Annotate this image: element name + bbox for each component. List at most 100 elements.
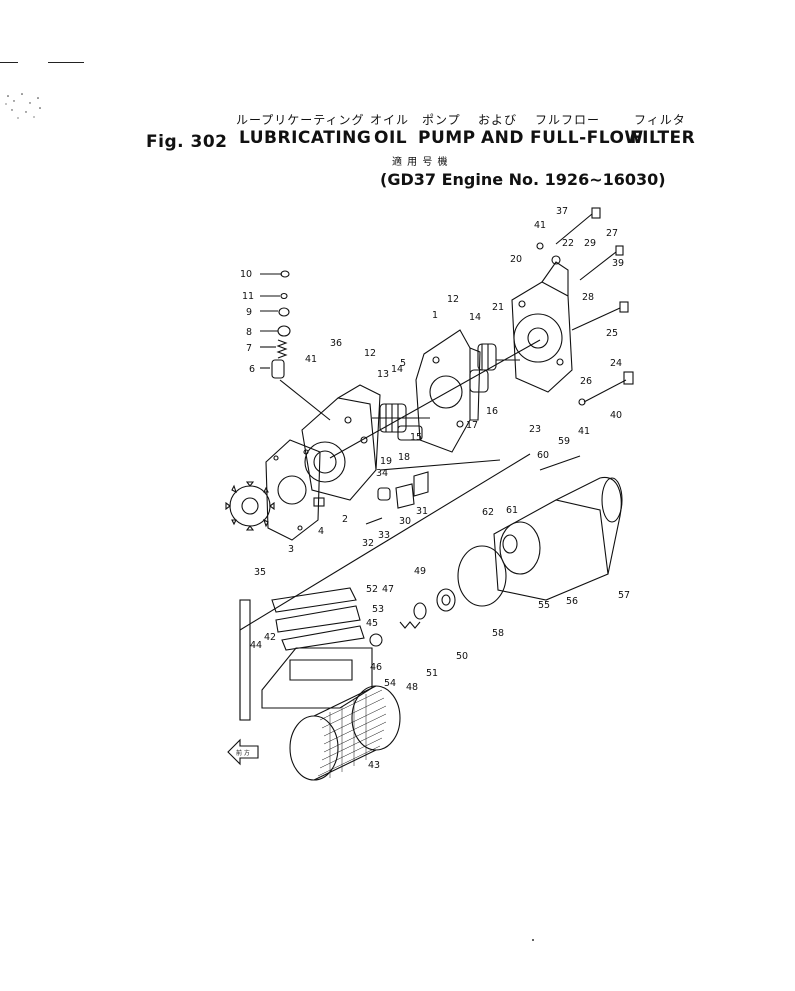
pump-cover [415,329,481,453]
scan-dot [532,939,534,941]
callout-58: 58 [492,628,504,639]
heading-ja-and: および [478,113,518,127]
callout-13: 13 [377,369,389,380]
callout-53: 53 [372,604,384,615]
callout-59: 59 [558,436,570,447]
callout-28: 28 [582,292,594,303]
callout-62: 62 [482,507,494,518]
callout-55: 55 [538,600,550,611]
title-and: AND [481,128,524,148]
drive-gear [225,481,275,531]
callout-10: 10 [240,269,252,280]
callout-41b: 41 [534,220,546,231]
callout-52: 52 [366,584,378,595]
callout-43: 43 [368,760,380,771]
callout-12a: 12 [364,348,376,359]
callout-35: 35 [254,567,266,578]
filter-o-ring [457,545,507,607]
callout-24: 24 [610,358,622,369]
front-direction-arrow [227,738,259,766]
heading-ja-filter: フィルタ [634,113,686,127]
callout-57: 57 [618,590,630,601]
callout-8: 8 [246,327,252,338]
callout-3: 3 [288,544,294,555]
callout-37: 37 [556,206,568,217]
callout-18: 18 [398,452,410,463]
callout-60: 60 [537,450,549,461]
part-callouts: 10 11 9 8 7 6 41 36 12 13 14 5 1 2 3 4 3… [240,206,630,771]
filter-bracket [239,587,373,721]
callout-45: 45 [366,618,378,629]
callout-36a: 36 [330,338,342,349]
filter-element [289,685,401,781]
title-oil: OIL [374,128,408,148]
callout-51: 51 [426,668,438,679]
group-frame [239,453,531,720]
callout-41a: 41 [305,354,317,365]
callout-5: 5 [400,358,406,369]
heading-ja-fullflow: フルフロー [535,113,601,127]
title-pump: PUMP [418,128,476,148]
heading-ja-oil: オイル [370,113,410,127]
callout-32: 32 [362,538,374,549]
callout-42: 42 [264,632,276,643]
callout-12b: 12 [447,294,459,305]
callout-61: 61 [506,505,518,516]
relief-valve-stack [260,270,331,421]
callout-16: 16 [486,406,498,417]
callout-2: 2 [342,514,348,525]
front-marker-label: 前 方 [236,749,250,757]
callout-46: 46 [370,662,382,673]
callout-9: 9 [246,307,252,318]
callout-20: 20 [510,254,522,265]
callout-15: 15 [410,432,422,443]
filter-center-nut [436,588,456,612]
scan-speckle [5,93,41,119]
bypass-valve-parts [369,602,427,647]
callout-6: 6 [249,364,255,375]
title-fullflow: FULL-FLOW [530,128,644,148]
heading-ja-pump: ポンプ [422,113,461,127]
inner-gear-set [469,343,520,393]
title-lubricating: LUBRICATING [239,128,372,148]
heading-ja-lubricating: ループリケーティング [236,113,365,127]
applicability-engine-range: (GD37 Engine No. 1926~16030) [380,170,666,189]
callout-48: 48 [406,682,418,693]
front-gasket [265,439,321,541]
applicability-ja: 適 用 号 機 [392,157,449,168]
callout-14a: 14 [391,364,403,375]
corner-rule-1 [0,62,18,63]
callout-23: 23 [529,424,541,435]
callout-50: 50 [456,651,468,662]
callout-25: 25 [606,328,618,339]
callout-7: 7 [246,343,252,354]
title-filter: FILTER [630,128,696,148]
callout-30: 30 [399,516,411,527]
fitting-parts [365,471,429,525]
callout-11: 11 [242,291,254,302]
filter-head-and-case [493,477,623,601]
callout-56: 56 [566,596,578,607]
callout-26: 26 [580,376,592,387]
callout-54: 54 [384,678,396,689]
callout-29: 29 [584,238,596,249]
callout-47: 47 [382,584,394,595]
callout-33: 33 [378,530,390,541]
corner-rule-2 [48,62,84,63]
rear-housing [511,261,573,393]
callout-49: 49 [414,566,426,577]
bolts-right [536,207,634,406]
callout-22: 22 [562,238,574,249]
callout-44: 44 [250,640,262,651]
callout-31: 31 [416,506,428,517]
callout-14b: 14 [469,312,481,323]
callout-17: 17 [466,420,478,431]
figure-number: Fig. 302 [146,132,228,152]
callout-1: 1 [432,310,438,321]
pump-body [301,384,381,507]
callout-41c: 41 [578,426,590,437]
assembly-guide-lines [329,339,581,471]
callout-39: 39 [612,258,624,269]
callout-27: 27 [606,228,618,239]
